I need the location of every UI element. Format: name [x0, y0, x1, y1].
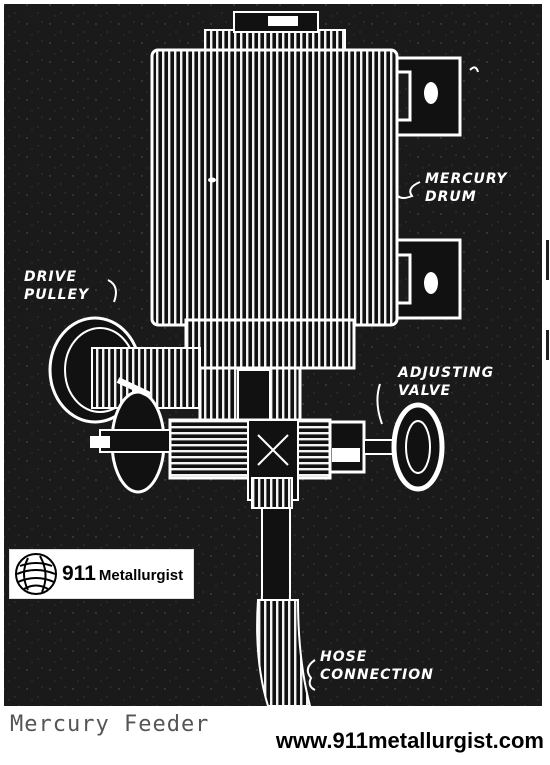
outlet-stem [251, 477, 293, 509]
figure-caption: Mercury Feeder [10, 712, 210, 737]
hose-connection-label: HOSE CONNECTION [320, 648, 434, 684]
label-line: HOSE [320, 649, 368, 665]
logo-number: 911 [62, 562, 96, 585]
globe-icon [15, 553, 57, 595]
mercury-drum-label: MERCURY DRUM [425, 170, 508, 206]
label-line: PULLEY [24, 287, 90, 303]
brand-logo: 911 Metallurgist [9, 549, 194, 599]
label-line: MERCURY [425, 171, 508, 187]
valve-nut [328, 420, 366, 474]
label-line: VALVE [398, 383, 452, 399]
website-url: www.911metallurgist.com [275, 728, 544, 753]
label-line: DRUM [425, 189, 477, 205]
label-line: ADJUSTING [398, 365, 495, 381]
label-line: DRIVE [24, 269, 78, 285]
drive-pulley-label: DRIVE PULLEY [24, 268, 89, 304]
adjusting-valve-label: ADJUSTING VALVE [398, 364, 494, 400]
mercury-drum [150, 48, 399, 327]
logo-wordmark: Metallurgist [98, 567, 184, 584]
drum-neck [184, 318, 356, 370]
label-line: CONNECTION [320, 667, 434, 683]
